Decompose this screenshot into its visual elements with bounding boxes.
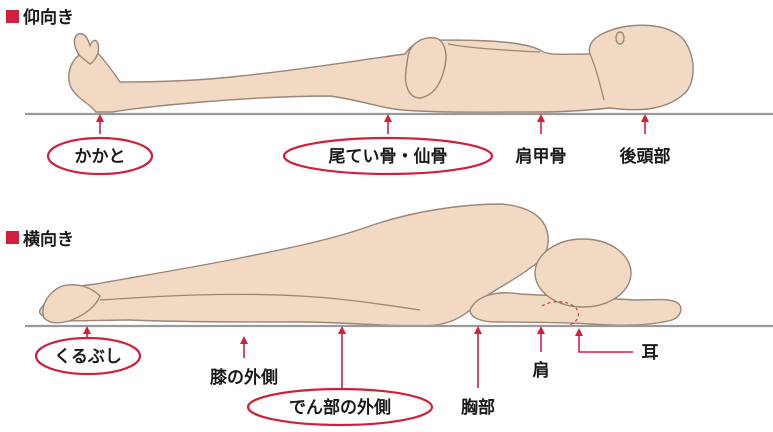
supine-body [69, 25, 693, 112]
lateral-head [535, 239, 631, 307]
supine-figure [69, 25, 693, 112]
supine-ear [616, 32, 624, 44]
label-heel: かかと [75, 147, 126, 167]
section-title-lateral: 横向き [23, 229, 74, 250]
label-buttock: でん部の外側 [289, 397, 391, 418]
label-ear: 耳 [642, 343, 659, 363]
section-marker-lateral [6, 231, 19, 244]
section-marker-supine [6, 10, 19, 23]
label-coccyx: 尾てい骨・仙骨 [329, 146, 448, 167]
label-chest: 胸部 [461, 397, 495, 418]
pointer-ear [579, 332, 633, 352]
lateral-figure [40, 204, 681, 326]
label-shoulder: 肩 [533, 360, 550, 381]
label-ankle: くるぶし [54, 347, 122, 367]
section-lateral: 横向き くるぶし 膝の外側 でん部の外側 胸部 [6, 204, 773, 425]
section-title-supine: 仰向き [23, 7, 74, 28]
label-occiput: 後頭部 [620, 146, 671, 167]
label-knee: 膝の外側 [210, 367, 278, 388]
label-scapula: 肩甲骨 [516, 146, 567, 167]
section-supine: 仰向き かかと 尾てい骨・仙骨 肩甲骨 後頭部 [6, 7, 773, 174]
